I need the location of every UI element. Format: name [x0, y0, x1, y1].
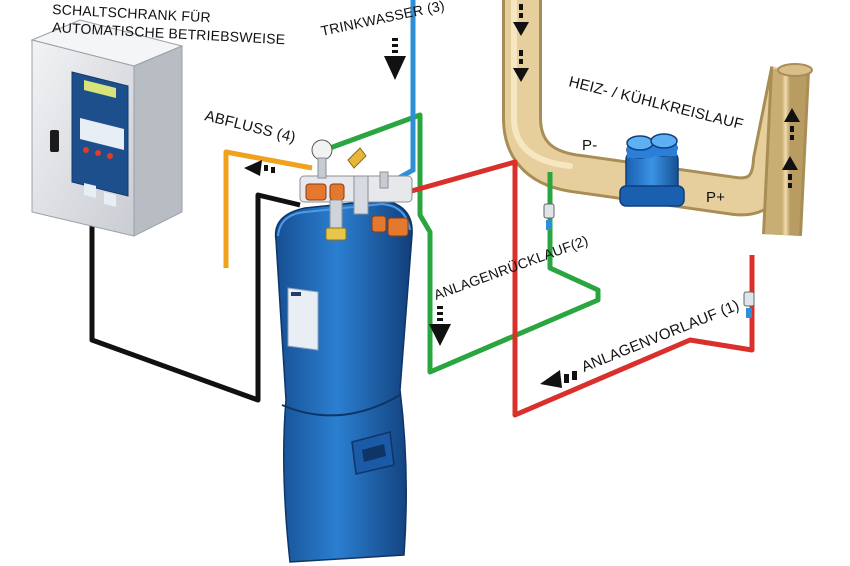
- sensor-return: [543, 203, 555, 230]
- return-line-label: ANLAGENRÜCKLAUF(2): [431, 231, 590, 303]
- supply-line: [407, 159, 755, 418]
- p-plus-label: P+: [706, 189, 725, 206]
- controller-panel: [71, 71, 129, 207]
- return-line: [329, 112, 601, 375]
- supply-line-label: ANLAGENVORLAUF (1): [579, 297, 742, 376]
- drain-line: [223, 149, 313, 268]
- drinking-water-label: TRINKWASSER (3): [319, 0, 446, 39]
- heating-cooling-label: HEIZ- / KÜHLKREISLAUF: [567, 72, 745, 133]
- circulation-pump: [619, 133, 685, 207]
- heating-pipe: [502, 0, 813, 236]
- sensor-supply: [743, 291, 755, 318]
- p-minus-label: P-: [582, 137, 597, 154]
- control-cable: [89, 192, 301, 403]
- drinking-water-line: [393, 0, 416, 183]
- flow-arrows-heating: [513, 4, 800, 188]
- cabinet-door-lock: [50, 130, 59, 152]
- arrow-drinking-water: [384, 38, 406, 80]
- valve-block: [299, 139, 413, 241]
- arrow-supply: [540, 370, 577, 388]
- arrow-return: [429, 306, 451, 346]
- treatment-tank: [274, 199, 413, 563]
- arrow-drain: [244, 160, 275, 176]
- drain-label: ABFLUSS (4): [203, 107, 297, 146]
